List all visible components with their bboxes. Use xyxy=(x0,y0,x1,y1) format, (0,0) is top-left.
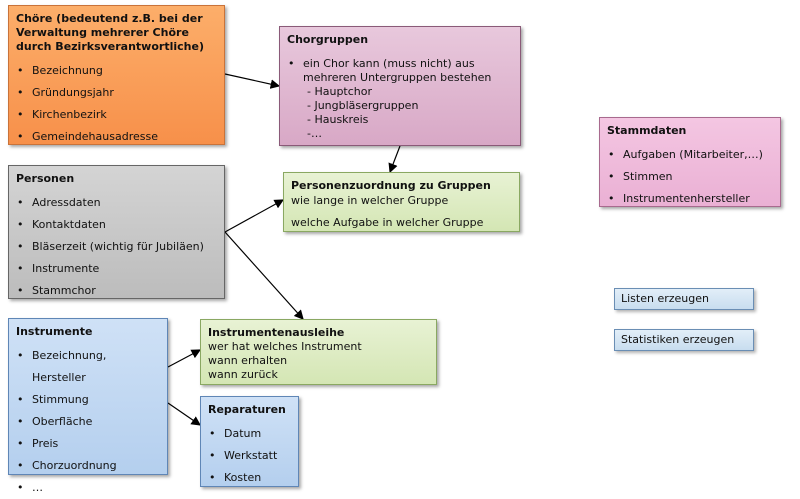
attribute-item: Gemeindehausadresse xyxy=(16,126,217,148)
entity-title: Chorgruppen xyxy=(287,33,369,46)
attribute-item: Stimmen xyxy=(607,166,773,188)
attribute-item: Bezeichnung xyxy=(16,60,217,82)
entity-stammdaten: Stammdaten Aufgaben (Mitarbeiter,…) Stim… xyxy=(599,117,781,210)
attribute-item: Stammchor xyxy=(16,280,217,302)
attribute-item: Preis xyxy=(16,433,160,455)
attribute-list: Datum Werkstatt Kosten xyxy=(208,423,291,489)
arrow-choere-to-chorgruppen xyxy=(224,73,281,89)
attribute-item: Aufgaben (Mitarbeiter,…) xyxy=(607,144,773,166)
entity-chorgruppen: Chorgruppen ein Chor kann (muss nicht) a… xyxy=(279,26,521,146)
entity-instrumentenausleihe: Instrumentenausleihe wer hat welches Ins… xyxy=(200,319,437,385)
attribute-item: Gründungsjahr xyxy=(16,82,217,104)
entity-line: wann erhalten xyxy=(208,354,288,367)
arrow-personen-to-zuordnung xyxy=(224,199,285,233)
entity-description: ein Chor kann (muss nicht) aus mehreren … xyxy=(287,57,513,85)
entity-title: Instrumentenausleihe xyxy=(208,326,345,339)
entity-line: wie lange in welcher Gruppe xyxy=(291,194,449,207)
attribute-item: Oberfläche xyxy=(16,411,160,433)
attribute-list: Bezeichnung, Hersteller Stimmung Oberflä… xyxy=(16,345,160,499)
attribute-item: … xyxy=(16,477,160,499)
arrow-instrumente-to-ausleihe xyxy=(167,349,202,368)
entity-title: Reparaturen xyxy=(208,403,286,416)
attribute-item: Kontaktdaten xyxy=(16,214,217,236)
attribute-item: Kirchenbezirk xyxy=(16,104,217,126)
subgroup-item: - Hauptchor xyxy=(307,85,373,98)
arrow-instrumente-to-reparaturen xyxy=(167,402,201,426)
attribute-item: Adressdaten xyxy=(16,192,217,214)
attribute-item: Chorzuordnung xyxy=(16,455,160,477)
entity-instrumente: Instrumente Bezeichnung, Hersteller Stim… xyxy=(8,318,168,499)
entity-personen: Personen Adressdaten Kontaktdaten Bläser… xyxy=(8,165,225,302)
attribute-item: Bezeichnung, Hersteller xyxy=(16,345,160,389)
create-statistics-button[interactable]: Statistiken erzeugen xyxy=(614,329,754,351)
entity-title: Personenzuordnung zu Gruppen xyxy=(291,179,491,192)
entity-title: Personen xyxy=(16,172,75,185)
arrow-chorgruppen-to-zuordnung xyxy=(388,145,401,174)
attribute-item: Instrumente xyxy=(16,258,217,280)
subgroup-item: -… xyxy=(307,127,322,140)
entity-title: Instrumente xyxy=(16,325,93,338)
entity-line: wann zurück xyxy=(208,368,278,381)
attribute-item: Bläserzeit (wichtig für Jubiläen) xyxy=(16,236,217,258)
arrow-personen-to-ausleihe xyxy=(224,231,304,320)
attribute-list: Bezeichnung Gründungsjahr Kirchenbezirk … xyxy=(16,60,217,148)
entity-line: welche Aufgabe in welcher Gruppe xyxy=(291,216,484,229)
attribute-list: Adressdaten Kontaktdaten Bläserzeit (wic… xyxy=(16,192,217,302)
attribute-item: Instrumentenhersteller xyxy=(607,188,773,210)
attribute-item: Kosten xyxy=(208,467,291,489)
entity-personenzuordnung: Personenzuordnung zu Gruppen wie lange i… xyxy=(283,172,520,232)
entity-title: Stammdaten xyxy=(607,124,687,137)
subgroup-item: - Jungbläsergruppen xyxy=(307,99,419,112)
attribute-item: Stimmung xyxy=(16,389,160,411)
subgroup-item: - Hauskreis xyxy=(307,113,369,126)
entity-title: Chöre (bedeutend z.B. bei der Verwaltung… xyxy=(16,12,204,53)
entity-line: wer hat welches Instrument xyxy=(208,340,362,353)
attribute-item: Werkstatt xyxy=(208,445,291,467)
attribute-list: Aufgaben (Mitarbeiter,…) Stimmen Instrum… xyxy=(607,144,773,210)
entity-choere: Chöre (bedeutend z.B. bei der Verwaltung… xyxy=(8,5,225,148)
create-lists-button[interactable]: Listen erzeugen xyxy=(614,288,754,310)
entity-reparaturen: Reparaturen Datum Werkstatt Kosten xyxy=(200,396,299,489)
attribute-item: Datum xyxy=(208,423,291,445)
